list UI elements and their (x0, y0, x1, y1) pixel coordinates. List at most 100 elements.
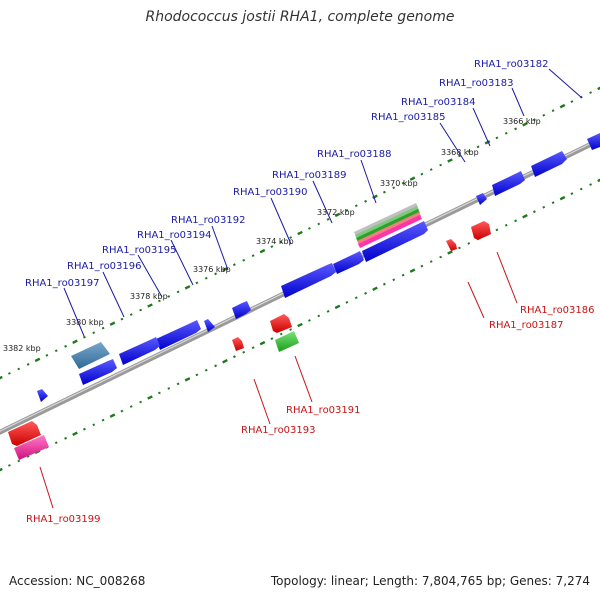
gene-label[interactable]: RHA1_ro03188 (317, 149, 392, 160)
reverse-gene-feature[interactable] (14, 435, 49, 460)
minor-tick (354, 296, 358, 300)
forward-gene-feature[interactable] (204, 319, 215, 332)
gene-label[interactable]: RHA1_ro03195 (102, 245, 177, 256)
gene-label[interactable]: RHA1_ro03191 (286, 405, 361, 416)
gene-label[interactable]: RHA1_ro03184 (401, 97, 476, 108)
minor-tick (289, 236, 293, 239)
reverse-gene-feature[interactable] (8, 421, 41, 446)
gene-label[interactable]: RHA1_ro03196 (67, 261, 142, 272)
reverse-gene-feature[interactable] (270, 314, 292, 333)
minor-tick (542, 113, 546, 117)
minor-tick (7, 464, 11, 467)
gene-label[interactable]: RHA1_ro03185 (371, 112, 446, 123)
major-tick (372, 194, 378, 199)
minor-tick (176, 382, 180, 386)
forward-gene-layer (37, 133, 600, 402)
minor-tick (92, 331, 96, 335)
forward-scale-track (0, 86, 600, 380)
minor-tick (467, 150, 471, 153)
gene-label[interactable]: RHA1_ro03182 (474, 59, 549, 70)
forward-gene-feature[interactable] (492, 171, 525, 196)
minor-tick (82, 335, 86, 339)
gene-label[interactable]: RHA1_ro03199 (26, 514, 101, 525)
minor-tick (570, 192, 574, 195)
major-tick (447, 158, 453, 163)
gene-label[interactable]: RHA1_ro03192 (171, 215, 246, 226)
major-tick (184, 285, 191, 290)
forward-gene-feature[interactable] (37, 389, 48, 402)
scale-label-layer: 3366 kbp 3368 kbp 3370 kbp 3372 kbp 3374… (3, 117, 541, 353)
reverse-gene-feature[interactable] (275, 331, 299, 352)
minor-tick (420, 172, 424, 176)
minor-tick (120, 317, 124, 321)
minor-tick (270, 245, 274, 248)
major-tick (409, 176, 416, 181)
reverse-gene-feature[interactable] (471, 221, 491, 240)
major-tick (259, 340, 266, 346)
multi-feature-stack[interactable] (354, 203, 422, 248)
minor-tick (17, 367, 21, 371)
minor-tick (551, 201, 555, 205)
minor-tick (589, 91, 593, 94)
forward-gene-feature[interactable] (156, 320, 201, 350)
forward-gene-feature[interactable] (232, 301, 251, 319)
forward-gene-feature[interactable] (71, 342, 110, 369)
major-tick (484, 140, 491, 145)
gene-label[interactable]: RHA1_ro03189 (272, 170, 347, 181)
gene-label[interactable]: RHA1_ro03194 (137, 230, 212, 241)
minor-tick (457, 246, 461, 250)
minor-tick (251, 254, 255, 258)
minor-tick (345, 300, 349, 304)
reverse-gene-feature[interactable] (446, 239, 457, 251)
minor-tick (195, 373, 199, 377)
minor-tick (167, 295, 171, 298)
forward-gene-feature[interactable] (281, 263, 336, 298)
minor-tick (204, 276, 208, 280)
gene-label[interactable]: RHA1_ro03183 (439, 78, 514, 89)
minor-tick (364, 291, 368, 295)
minor-tick (54, 441, 58, 445)
major-tick (447, 250, 453, 255)
major-tick (0, 467, 3, 472)
minor-tick (307, 227, 311, 230)
major-tick (222, 267, 228, 272)
gene-label[interactable]: RHA1_ro03186 (520, 305, 595, 316)
scale-label: 3382 kbp (3, 344, 41, 353)
forward-gene-feature[interactable] (119, 337, 160, 365)
forward-gene-feature[interactable] (362, 221, 428, 262)
minor-tick (120, 409, 124, 413)
minor-tick (242, 350, 246, 354)
major-tick (597, 178, 600, 183)
major-tick (522, 214, 528, 219)
minor-tick (551, 109, 555, 113)
minor-tick (392, 186, 396, 190)
forward-gene-feature[interactable] (531, 151, 567, 177)
forward-gene-feature[interactable] (79, 359, 117, 385)
minor-tick (401, 273, 405, 277)
reverse-gene-feature[interactable] (232, 337, 244, 351)
minor-tick (579, 187, 583, 191)
minor-tick (495, 136, 499, 140)
minor-tick (429, 168, 433, 171)
gene-label[interactable]: RHA1_ro03187 (489, 320, 564, 331)
minor-tick (326, 218, 330, 221)
minor-tick (504, 131, 508, 135)
scale-label: 3368 kbp (441, 148, 479, 157)
gene-label[interactable]: RHA1_ro03193 (241, 425, 316, 436)
gene-label[interactable]: RHA1_ro03190 (233, 187, 308, 198)
forward-gene-feature[interactable] (333, 251, 364, 274)
minor-tick (176, 290, 180, 294)
minor-tick (26, 455, 30, 458)
minor-tick (514, 127, 518, 131)
forward-gene-feature[interactable] (587, 133, 600, 150)
gene-label[interactable]: RHA1_ro03197 (25, 278, 100, 289)
forward-gene-feature[interactable] (476, 193, 487, 205)
major-tick (559, 195, 566, 201)
minor-tick (214, 272, 218, 276)
minor-tick (232, 263, 236, 267)
minor-tick (7, 372, 11, 375)
minor-tick (476, 145, 480, 149)
label-leader-lines (39, 68, 583, 509)
major-tick (34, 357, 41, 363)
